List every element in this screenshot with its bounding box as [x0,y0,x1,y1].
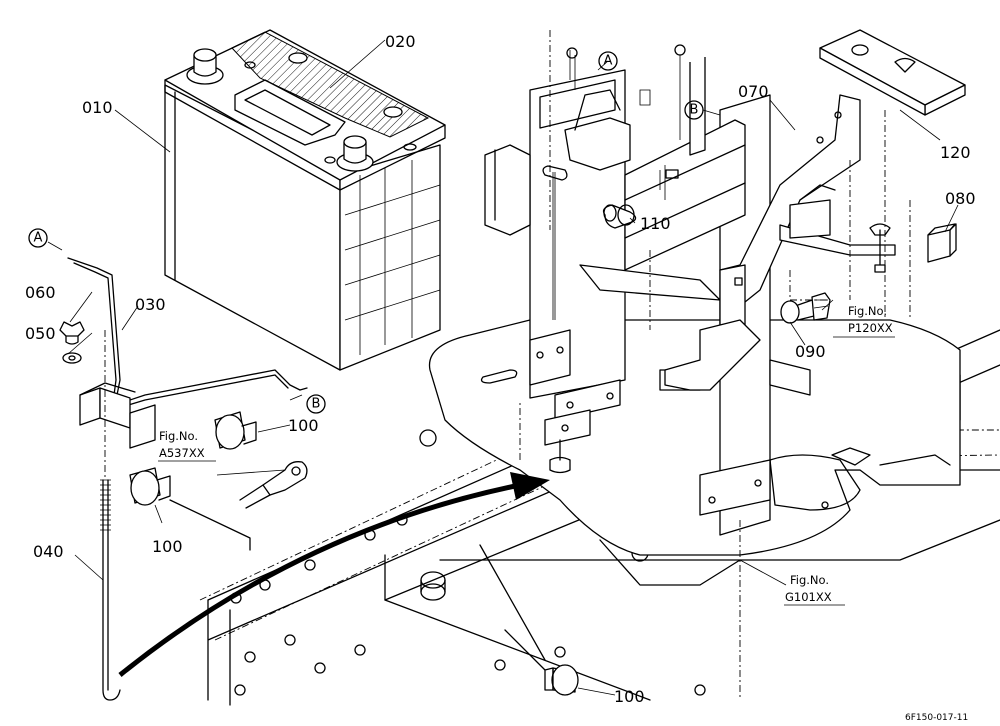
connector-a-bracket: A [604,54,613,69]
bolt-100-b [129,467,251,551]
assembly-arrow [118,472,550,677]
connector-b-rod: B [312,397,321,412]
connector-b-bracket: B [690,103,699,118]
label-100-c: 100 [614,687,645,706]
ref-g101-code: G101XX [785,590,832,604]
label-080: 080 [945,189,976,208]
label-070: 070 [738,82,769,101]
label-120: 120 [940,143,971,162]
part-labels: 020 010 030 060 050 040 110 070 120 080 … [25,32,976,706]
battery-010 [164,29,446,371]
figure-references: Fig.No. A537XX Fig.No. P120XX Fig.No. G1… [158,304,895,606]
wingnut-060 [59,321,85,345]
label-030: 030 [135,295,166,314]
label-110: 110 [640,214,671,233]
cable-lug [239,461,308,509]
ref-p120-fig-label: Fig.No. [848,304,887,318]
rod-bracket [79,330,156,480]
label-100-b: 100 [152,537,183,556]
clamp-bracket [779,184,896,273]
label-010: 010 [82,98,113,117]
ref-p120-code: P120XX [848,321,893,335]
bolt-090 [780,292,831,324]
connector-markers: A B A B [28,51,704,414]
ref-g101-fig-label: Fig.No. [790,573,829,587]
bolt-100-c [479,544,579,696]
label-100-a: 100 [288,416,319,435]
ref-a537-code: A537XX [159,446,205,460]
bolt-100-a [214,411,257,450]
battery-terminal-left [186,48,224,85]
ref-a537-fig-label: Fig.No. [159,429,198,443]
battery-terminal-right [336,135,374,172]
bracket-070 [664,94,861,391]
washer-050 [62,352,82,364]
drawing-code: 6F150-017-11 [905,713,968,723]
label-020: 020 [385,32,416,51]
label-090: 090 [795,342,826,361]
rod-thread [100,479,111,531]
label-050: 050 [25,324,56,343]
battery-label-020 [231,31,430,138]
label-060: 060 [25,283,56,302]
pad-120 [819,29,966,116]
alignment-lines [519,30,911,700]
leader-lines [47,39,959,696]
connector-a-rod: A [34,231,43,246]
spacer-110 [602,204,637,229]
clip-080 [927,223,957,263]
battery-grid [344,160,441,355]
rod-040 [100,479,121,701]
battery-tray-plate [428,319,961,556]
label-040: 040 [33,542,64,561]
